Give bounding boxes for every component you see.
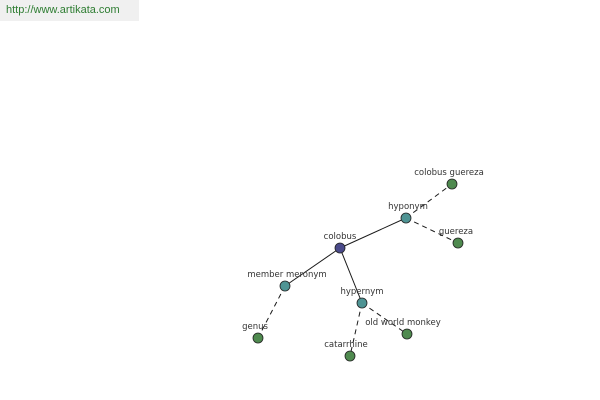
- node-member-meronym[interactable]: member meronym: [247, 270, 327, 292]
- node-old-world-monkey-circle[interactable]: [401, 328, 413, 340]
- node-old-world-monkey-label: old world monkey: [365, 318, 441, 328]
- node-colobus[interactable]: colobus: [324, 232, 357, 254]
- edge-colobus-to-member-meronym: [284, 247, 341, 287]
- node-member-meronym-circle[interactable]: [279, 280, 291, 292]
- edge-hyponym-to-colobus-guereza: [405, 183, 453, 219]
- node-genus-circle[interactable]: [252, 332, 264, 344]
- url-banner: http://www.artikata.com: [0, 0, 139, 21]
- edge-hyponym-to-guereza: [405, 217, 459, 244]
- node-catarrhine-circle[interactable]: [344, 350, 356, 362]
- node-hypernym[interactable]: hypernym: [340, 287, 384, 309]
- edge-member-meronym-to-genus: [257, 285, 286, 339]
- node-hypernym-circle[interactable]: [356, 297, 368, 309]
- node-genus[interactable]: genus: [242, 322, 268, 344]
- edge-hypernym-to-catarrhine: [349, 302, 363, 357]
- node-colobus-circle[interactable]: [334, 242, 346, 254]
- node-hyponym[interactable]: hyponym: [388, 202, 428, 224]
- node-hyponym-label: hyponym: [388, 202, 428, 212]
- node-genus-label: genus: [242, 322, 268, 332]
- nodes-layer: colobus hyponym member meronym hypernym colo…: [242, 168, 484, 362]
- node-hypernym-label: hypernym: [340, 287, 383, 297]
- node-colobus-label: colobus: [324, 232, 357, 242]
- node-catarrhine[interactable]: catarrhine: [324, 340, 368, 362]
- node-catarrhine-label: catarrhine: [324, 340, 367, 350]
- node-guereza[interactable]: guereza: [439, 227, 473, 249]
- edges-layer: [257, 183, 459, 357]
- node-old-world-monkey[interactable]: old world monkey: [365, 318, 441, 340]
- node-member-meronym-label: member meronym: [247, 270, 326, 280]
- edge-colobus-to-hyponym: [339, 217, 407, 249]
- node-colobus-guereza[interactable]: colobus guereza: [414, 168, 484, 190]
- edge-colobus-to-hypernym: [339, 247, 363, 304]
- node-hyponym-circle[interactable]: [400, 212, 412, 224]
- artikata-link[interactable]: http://www.artikata.com: [6, 4, 120, 16]
- edge-hypernym-to-old-world-monkey: [361, 302, 408, 335]
- node-guereza-label: guereza: [439, 227, 473, 237]
- node-guereza-circle[interactable]: [452, 237, 464, 249]
- node-colobus-guereza-circle[interactable]: [446, 178, 458, 190]
- node-colobus-guereza-label: colobus guereza: [414, 168, 484, 178]
